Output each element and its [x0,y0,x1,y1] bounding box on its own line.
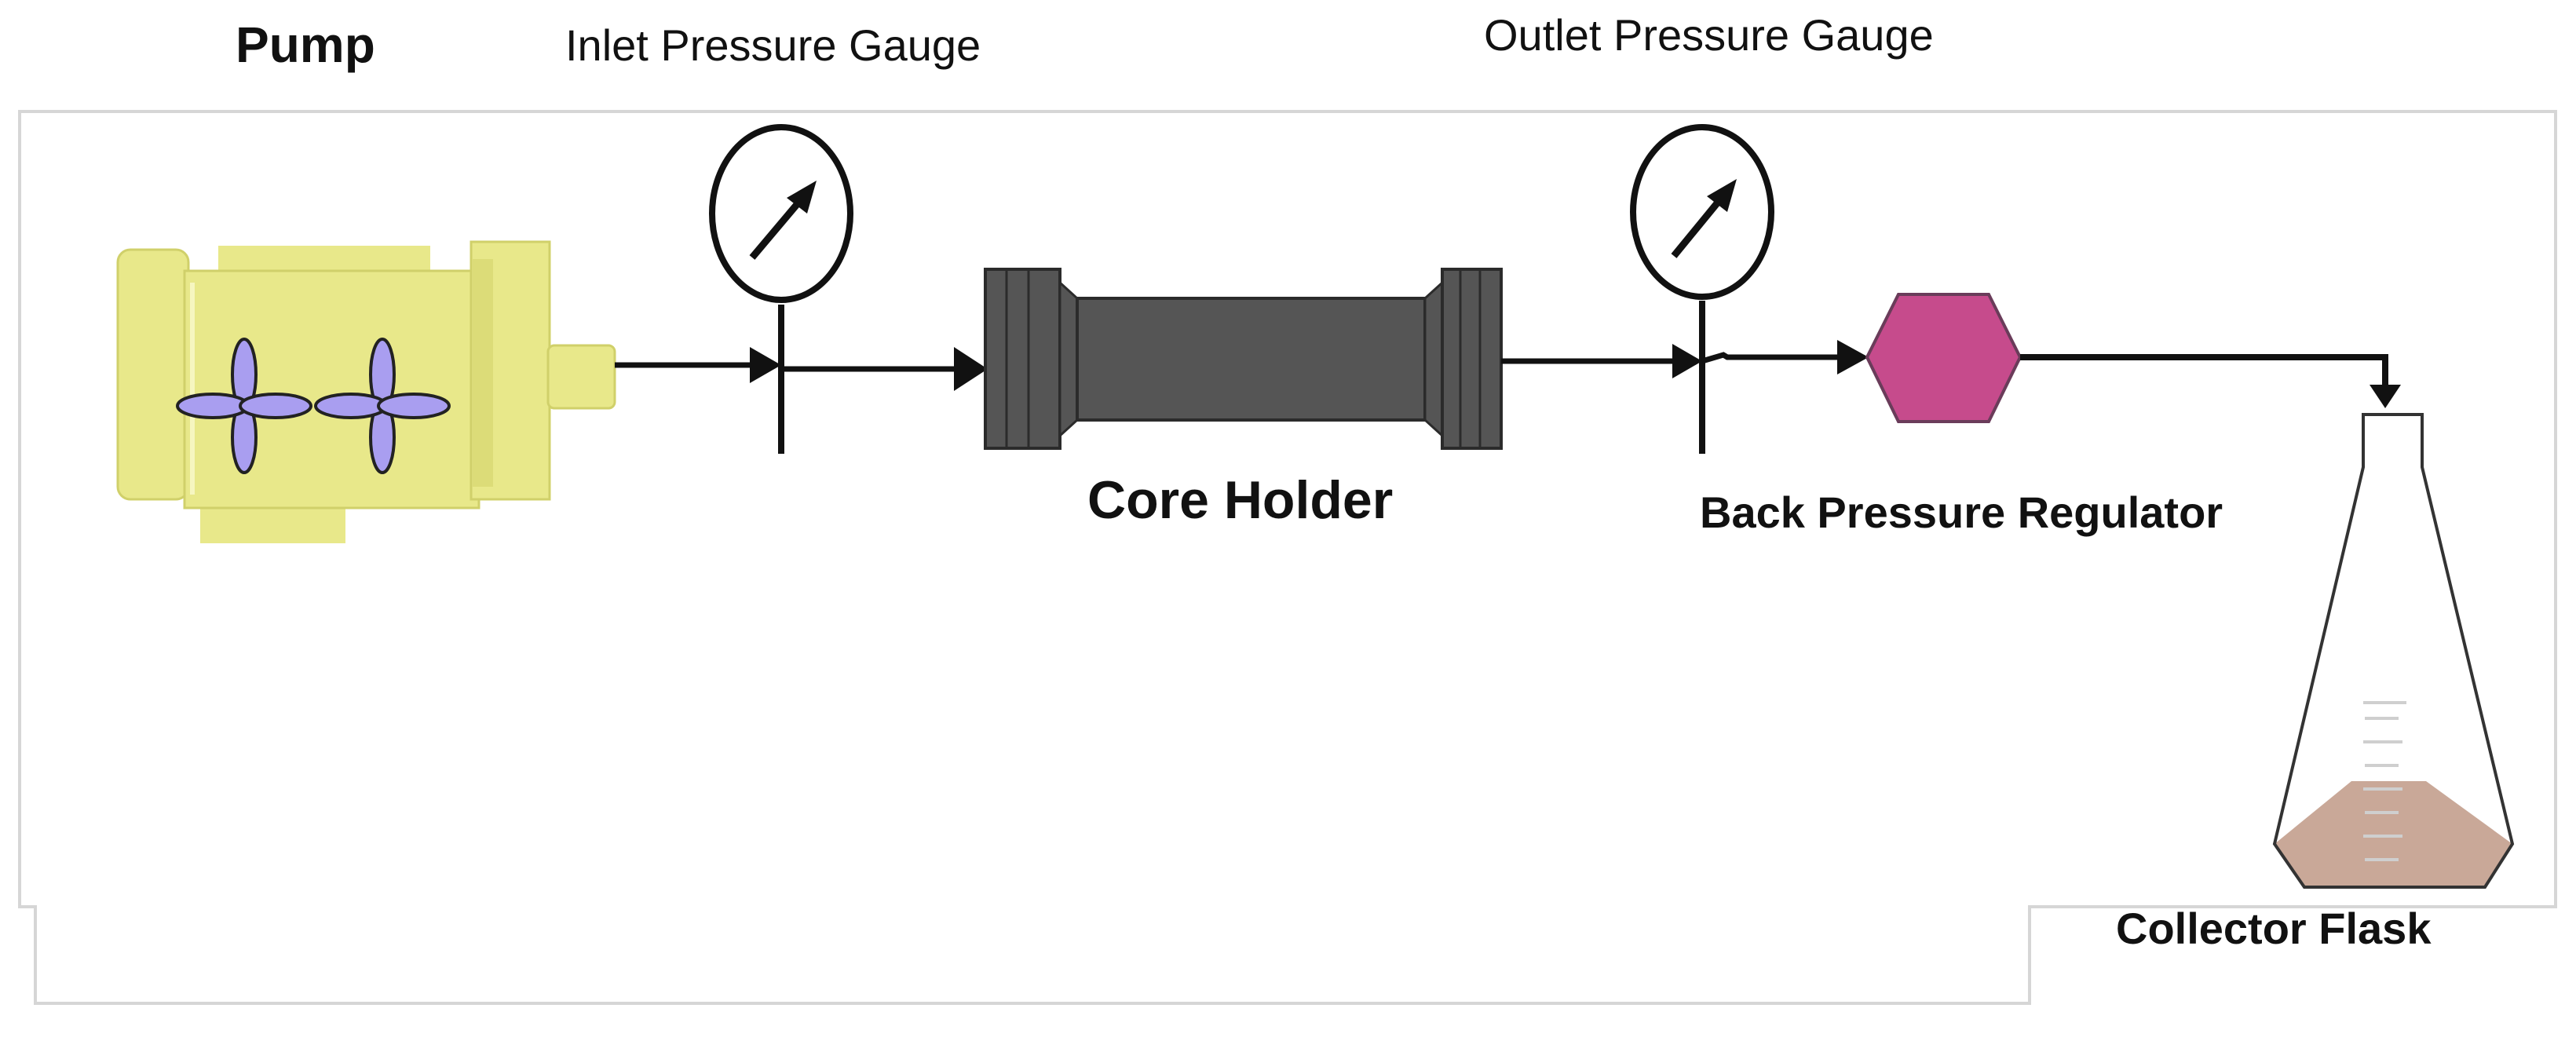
pump-label: Pump [236,16,375,73]
pump [116,240,616,543]
arrow-to-flask [2370,385,2401,408]
collector-flask-label: Collector Flask [2116,904,2432,953]
outlet-gauge-label: Outlet Pressure Gauge [1484,10,1934,60]
collector-flask [2272,413,2515,889]
impeller-left [176,338,312,474]
inlet-gauge-label: Inlet Pressure Gauge [565,20,981,70]
pipe-regulator-to-flask [2020,354,2388,393]
core-holder [984,268,1503,450]
arrow-to-core [954,347,988,391]
inlet-pressure-gauge [709,124,853,454]
outlet-pressure-gauge [1630,124,1774,454]
arrow-to-inlet [750,347,781,383]
back-pressure-regulator-label: Back Pressure Regulator [1700,488,2223,537]
arrow-to-outlet [1672,344,1702,378]
pipe-outlet-to-regulator [1701,352,1849,364]
arrow-to-regulator [1837,340,1869,374]
core-holder-label: Core Holder [1087,470,1394,530]
apparatus-frame [18,110,2557,1005]
back-pressure-regulator [1865,293,2022,423]
flask-graduations [2363,701,2406,861]
impeller-right [314,338,451,474]
